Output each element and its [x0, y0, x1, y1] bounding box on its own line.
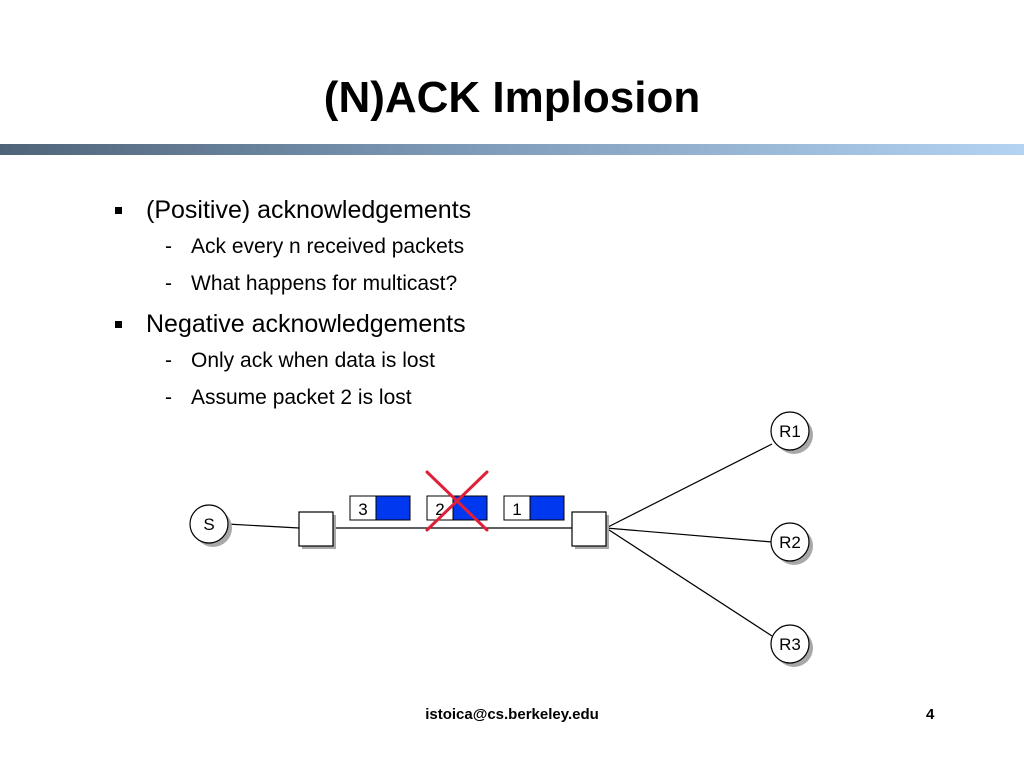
sender-label: S — [203, 515, 214, 534]
packet-number: 1 — [512, 500, 521, 519]
link-router2-r2 — [605, 527, 773, 543]
sub-bullet-text: What happens for multicast? — [191, 272, 458, 295]
router-left — [298, 511, 336, 549]
packet-payload — [529, 495, 565, 521]
dash-marker: - — [165, 386, 172, 409]
packet-number: 2 — [435, 500, 444, 519]
bullet-text: (Positive) acknowledgements — [146, 196, 472, 224]
sub-bullet-text: Assume packet 2 is lost — [191, 386, 412, 409]
bullet-positive-acks: (Positive) acknowledgements — [115, 195, 472, 225]
sub-bullet-text: Only ack when data is lost — [191, 349, 435, 372]
router-right — [571, 511, 609, 549]
receiver-node-r2: R2 — [770, 522, 813, 565]
page-number: 4 — [926, 706, 935, 723]
slide-title: (N)ACK Implosion — [323, 73, 701, 122]
link-sender-router1 — [226, 523, 300, 529]
receiver-label: R1 — [779, 422, 801, 441]
bullet-text: Negative acknowledgements — [146, 310, 466, 338]
receiver-node-r1: R1 — [770, 411, 813, 454]
packet-1: 1 — [503, 495, 565, 521]
network-links — [226, 443, 773, 637]
sub-bullet-only-ack-lost: - Only ack when data is lost — [165, 348, 435, 374]
square-bullet-icon — [115, 207, 122, 214]
sub-bullet-text: Ack every n received packets — [191, 235, 465, 258]
sub-bullet-packet-2-lost: - Assume packet 2 is lost — [165, 385, 412, 411]
title-divider-bar — [0, 144, 1024, 155]
packet-payload — [375, 495, 411, 521]
dash-marker: - — [165, 272, 172, 295]
sender-node: S — [189, 504, 232, 547]
link-router2-r3 — [605, 527, 773, 637]
packet-3: 3 — [349, 495, 411, 521]
packet-number: 3 — [358, 500, 367, 519]
square-bullet-icon — [115, 321, 122, 328]
sub-bullet-ack-every-n: - Ack every n received packets — [165, 234, 465, 260]
receiver-node-r3: R3 — [770, 624, 813, 667]
dash-marker: - — [165, 349, 172, 372]
sub-bullet-multicast-question: - What happens for multicast? — [165, 271, 458, 297]
receiver-label: R2 — [779, 533, 801, 552]
receiver-label: R3 — [779, 635, 801, 654]
footer-email: istoica@cs.berkeley.edu — [425, 706, 599, 723]
dash-marker: - — [165, 235, 172, 258]
link-router2-r1 — [605, 443, 773, 529]
bullet-negative-acks: Negative acknowledgements — [115, 309, 466, 339]
lost-packet-x-icon — [425, 470, 489, 532]
